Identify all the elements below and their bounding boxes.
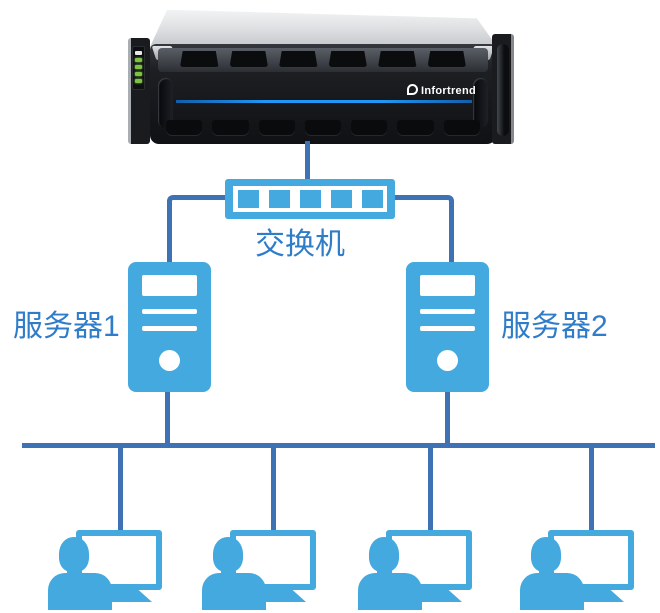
link-bus-to-client4: [589, 446, 594, 532]
switch-port: [330, 190, 352, 208]
person-torso: [520, 573, 584, 610]
status-led: [135, 65, 142, 69]
link-switch-to-server2: [393, 195, 454, 270]
switch-icon: [225, 179, 395, 219]
server-vent-line: [420, 326, 475, 331]
brand-logo-icon: [407, 84, 419, 95]
server1-label: 服务器1: [13, 310, 120, 343]
person-torso: [358, 573, 422, 610]
status-led-panel: [132, 46, 145, 90]
monitor-stand: [100, 589, 152, 602]
switch-port: [361, 190, 383, 208]
vent-slat: [212, 120, 249, 135]
workstation-icon: [358, 530, 476, 610]
vent-opening: [229, 51, 268, 67]
link-bus-to-client1: [118, 446, 123, 532]
storage-top-lid: [149, 9, 498, 48]
person-silhouette: [202, 530, 272, 610]
bezel-blue-stripe: [176, 100, 472, 103]
person-silhouette: [520, 530, 590, 610]
status-led: [135, 72, 142, 76]
server-vent-line: [142, 309, 197, 314]
storage-front-bezel: Infortrend: [150, 44, 496, 144]
status-led: [135, 58, 142, 62]
network-bus-line: [22, 443, 655, 448]
vent-slat: [351, 120, 388, 135]
link-bus-to-client2: [271, 446, 276, 532]
vent-opening: [279, 51, 318, 67]
link-switch-to-server1: [167, 195, 232, 270]
switch-port: [268, 190, 290, 208]
server2-icon: [406, 262, 489, 392]
vent-opening: [180, 51, 219, 67]
server2-label: 服务器2: [501, 310, 608, 343]
storage-intake-vent-row: [158, 48, 488, 72]
vent-opening: [328, 51, 367, 67]
brand-logo: Infortrend: [346, 84, 476, 98]
server-drive-bay: [142, 275, 197, 296]
vent-opening: [427, 51, 466, 67]
person-torso: [202, 573, 266, 610]
brand-logo-text: Infortrend: [421, 85, 476, 97]
rack-ear-left: [128, 38, 150, 144]
monitor-stand: [410, 589, 462, 602]
server-vent-line: [420, 309, 475, 314]
power-led: [135, 51, 142, 55]
vent-slat: [397, 120, 434, 135]
link-server1-to-bus: [165, 390, 170, 446]
workstation-icon: [48, 530, 166, 610]
link-server2-to-bus: [445, 390, 450, 446]
workstation-icon: [202, 530, 320, 610]
vent-slat: [304, 120, 342, 135]
vent-opening: [378, 51, 417, 67]
bezel-handle-left: [158, 78, 173, 128]
storage-bottom-vent-row: [166, 120, 480, 135]
server1-icon: [128, 262, 211, 392]
switch-label: 交换机: [255, 228, 345, 261]
rack-handle: [497, 44, 509, 136]
workstation-icon: [520, 530, 638, 610]
link-storage-to-switch: [305, 141, 310, 182]
switch-port-row: [233, 186, 387, 212]
vent-slat: [258, 120, 295, 135]
server-power-button: [437, 350, 458, 371]
person-silhouette: [48, 530, 118, 610]
server-drive-bay: [420, 275, 475, 296]
monitor-stand: [254, 589, 306, 602]
link-bus-to-client3: [428, 446, 433, 532]
monitor-stand: [572, 589, 624, 602]
server-vent-line: [142, 326, 197, 331]
person-silhouette: [358, 530, 428, 610]
rack-ear-right: [492, 34, 514, 144]
person-torso: [48, 573, 112, 610]
server-power-button: [159, 350, 180, 371]
bezel-handle-right: [473, 78, 488, 128]
vent-slat: [166, 120, 203, 135]
vent-slat: [443, 120, 480, 135]
storage-array: Infortrend: [128, 8, 514, 144]
switch-port: [237, 190, 259, 208]
status-led: [135, 79, 142, 83]
switch-port: [299, 190, 321, 208]
